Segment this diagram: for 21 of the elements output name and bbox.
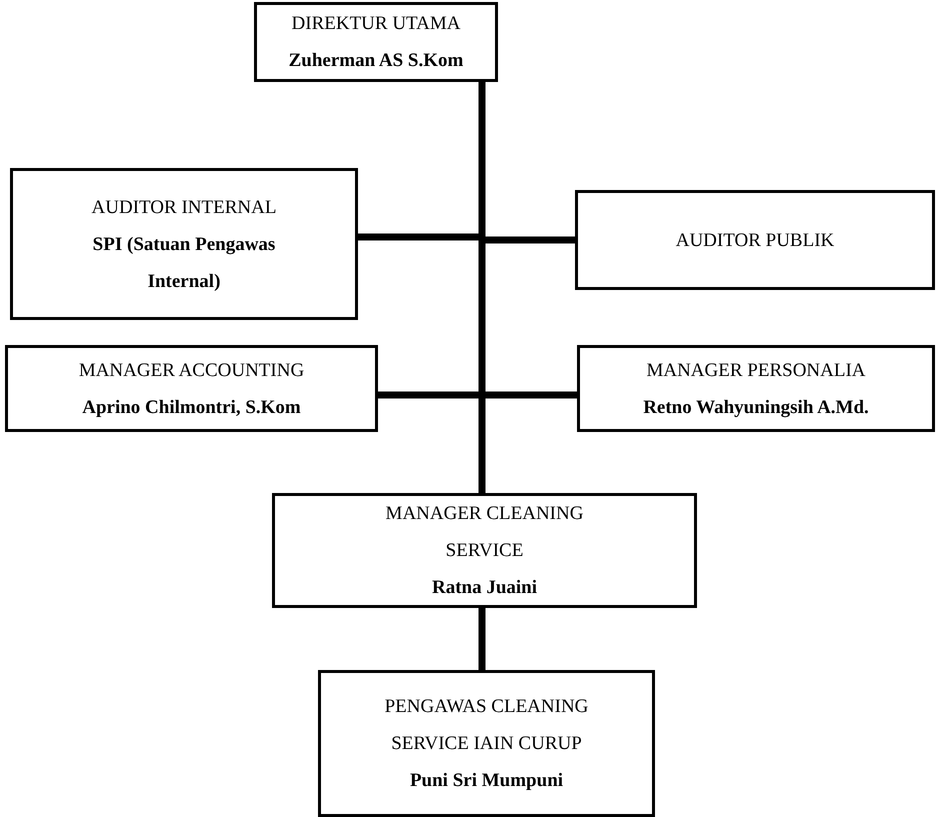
person-name: Retno Wahyuningsih A.Md. bbox=[643, 396, 869, 420]
org-box bbox=[5, 345, 378, 432]
org-box bbox=[272, 493, 697, 608]
position-title: DIREKTUR UTAMA bbox=[292, 12, 460, 36]
connector-line bbox=[478, 608, 486, 670]
person-name: SPI (Satuan Pengawas Internal) bbox=[92, 232, 276, 294]
org-box bbox=[10, 168, 358, 320]
position-title: PENGAWAS CLEANING SERVICE IAIN CURUP bbox=[384, 695, 590, 756]
org-box bbox=[575, 190, 935, 290]
org-box bbox=[254, 2, 498, 82]
person-name: Puni Sri Mumpuni bbox=[410, 769, 564, 793]
position-title: MANAGER PERSONALIA bbox=[646, 358, 866, 382]
person-name: Ratna Juaini bbox=[432, 576, 538, 600]
position-title: MANAGER ACCOUNTING bbox=[78, 358, 304, 382]
position-title: MANAGER CLEANING SERVICE bbox=[384, 502, 584, 563]
person-name: Zuherman AS S.Kom bbox=[288, 49, 464, 73]
position-title: AUDITOR INTERNAL bbox=[92, 196, 276, 220]
org-box bbox=[318, 670, 655, 817]
org-box bbox=[577, 345, 935, 432]
person-name: Aprino Chilmontri, S.Kom bbox=[82, 396, 301, 420]
position-title: AUDITOR PUBLIK bbox=[676, 228, 834, 252]
